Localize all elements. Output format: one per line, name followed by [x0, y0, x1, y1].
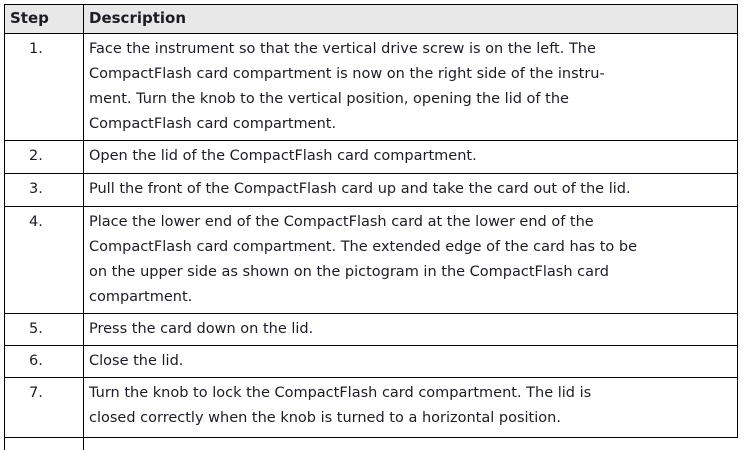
column-header-description: Description: [83, 4, 738, 34]
step-number-cell: 1.: [4, 33, 84, 141]
step-description-cell: Close the lid.: [83, 345, 738, 378]
step-number-cell: 7.: [4, 377, 84, 438]
step-description-cell: Press the card down on the lid.: [83, 313, 738, 346]
step-description-cell: Turn the knob to lock the CompactFlash c…: [83, 377, 738, 438]
step-description-cell: Pull the front of the CompactFlash card …: [83, 173, 738, 207]
step-description-cell: Face the instrument so that the vertical…: [83, 33, 738, 141]
table-row: 6. Close the lid.: [4, 345, 738, 378]
step-number-cell: 6.: [4, 345, 84, 378]
table-row: 2. Open the lid of the CompactFlash card…: [4, 140, 738, 174]
table-row: 1. Face the instrument so that the verti…: [4, 33, 738, 141]
step-number-cell: 2.: [4, 140, 84, 174]
table-row: 3. Pull the front of the CompactFlash ca…: [4, 173, 738, 207]
table-row: 5. Press the card down on the lid.: [4, 313, 738, 346]
step-number-cell: 3.: [4, 173, 84, 207]
table-row: 7. Turn the knob to lock the CompactFlas…: [4, 377, 738, 438]
steps-table: Step Description 1. Face the instrument …: [4, 4, 738, 450]
column-header-step: Step: [4, 4, 84, 34]
table-row: 4. Place the lower end of the CompactFla…: [4, 206, 738, 314]
step-number-cell: 5.: [4, 313, 84, 346]
step-description-cell: Place the lower end of the CompactFlash …: [83, 206, 738, 314]
table-header-row: Step Description: [4, 4, 738, 34]
step-number-cell: 4.: [4, 206, 84, 314]
step-description-cell: Open the lid of the CompactFlash card co…: [83, 140, 738, 174]
